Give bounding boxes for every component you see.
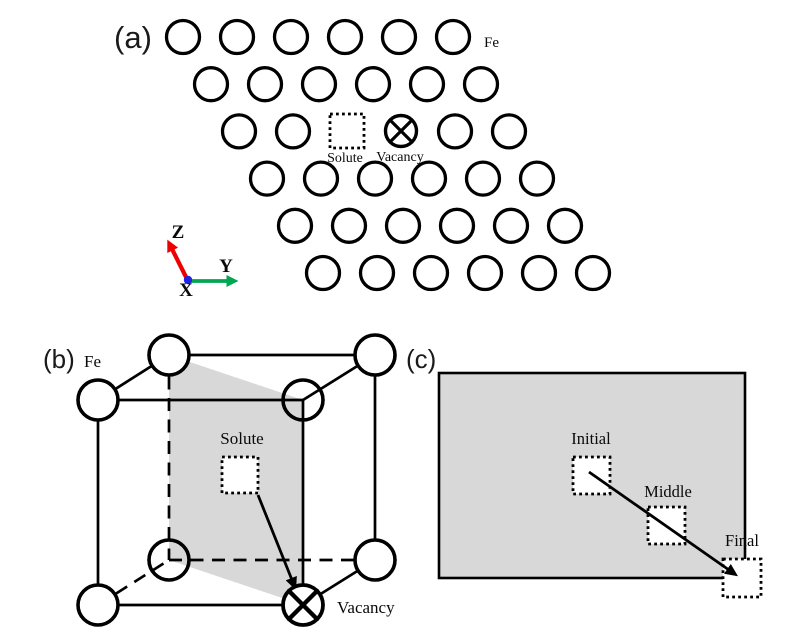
z-axis-label: Z [172,222,185,243]
fe-atom [518,160,556,197]
fe-atom [434,18,472,56]
fe-atom [326,18,364,56]
fe-atom [410,160,448,197]
fe-atom-corner [353,333,397,377]
solute-label-b: Solute [220,429,263,448]
fe-atom [380,18,418,56]
panel-a-label: (a) [114,20,152,55]
fe-atom [574,254,612,292]
y-axis-label: Y [219,256,233,277]
fe-atom [546,207,584,244]
fe-atom [192,66,230,103]
panel-a: (a) Fe Solute Vacancy Z Y X [114,18,612,301]
fe-atom [358,254,396,292]
axes-a: Z Y X [167,222,239,301]
initial-site [571,455,612,496]
jump-arrow-b [256,494,297,591]
fe-atom [218,18,256,56]
vacancy-x-icon [388,118,414,144]
initial-label: Initial [571,429,611,448]
fe-atom-corner [76,583,120,627]
fe-atom-corner [147,538,191,582]
fe-atom [490,113,528,150]
z-axis-arrow [167,239,190,282]
fe-atom [304,254,342,292]
fe-atom [246,66,284,103]
panel-c-label: (c) [406,344,436,374]
fe-atom-corner [76,378,120,422]
vacancy-x-icon [286,588,320,622]
fe-atom-corner [353,538,397,582]
lattice-a [164,18,612,292]
fe-atom [492,207,530,244]
panel-b: (b) Fe [43,333,397,627]
fe-atom [302,160,340,197]
solute-label-a: Solute [327,151,363,166]
fe-atom [276,207,314,244]
fe-atom [354,66,392,103]
fe-label-a: Fe [484,35,499,51]
fe-atom-corner [147,333,191,377]
vacancy-label-b: Vacancy [337,598,395,617]
fe-atom [248,160,286,197]
fe-atom [408,66,446,103]
fe-atom [462,66,500,103]
fe-atom [272,18,310,56]
fe-atom [436,113,474,150]
vacancy-site-a [383,113,419,149]
fe-atom [520,254,558,292]
migration-arrow [588,470,739,577]
fe-atom [274,113,312,150]
fe-atom-corner [281,378,325,422]
panel-b-label: (b) [43,344,75,374]
solute-site-b [220,455,260,495]
x-axis-dot [183,275,193,285]
fe-atom [220,113,258,150]
fe-atom [438,207,476,244]
fe-atom [466,254,504,292]
panel-c: (c) Initial Middle Final [406,344,763,599]
middle-label: Middle [644,482,692,501]
cube-atoms [76,333,397,627]
vacancy-label-a: Vacancy [376,150,423,165]
fe-atom [412,254,450,292]
final-label: Final [725,531,759,550]
fe-atom [164,18,202,56]
fe-atom [356,160,394,197]
fe-label-b: Fe [84,352,101,371]
fe-atom [464,160,502,197]
fe-atom [330,207,368,244]
fe-atom [384,207,422,244]
fe-atom [300,66,338,103]
x-axis-label: X [179,280,193,301]
final-site [721,557,763,599]
vacancy-site-b [281,583,325,627]
cube-hidden-edge [97,558,170,607]
solute-site-a [328,112,366,150]
